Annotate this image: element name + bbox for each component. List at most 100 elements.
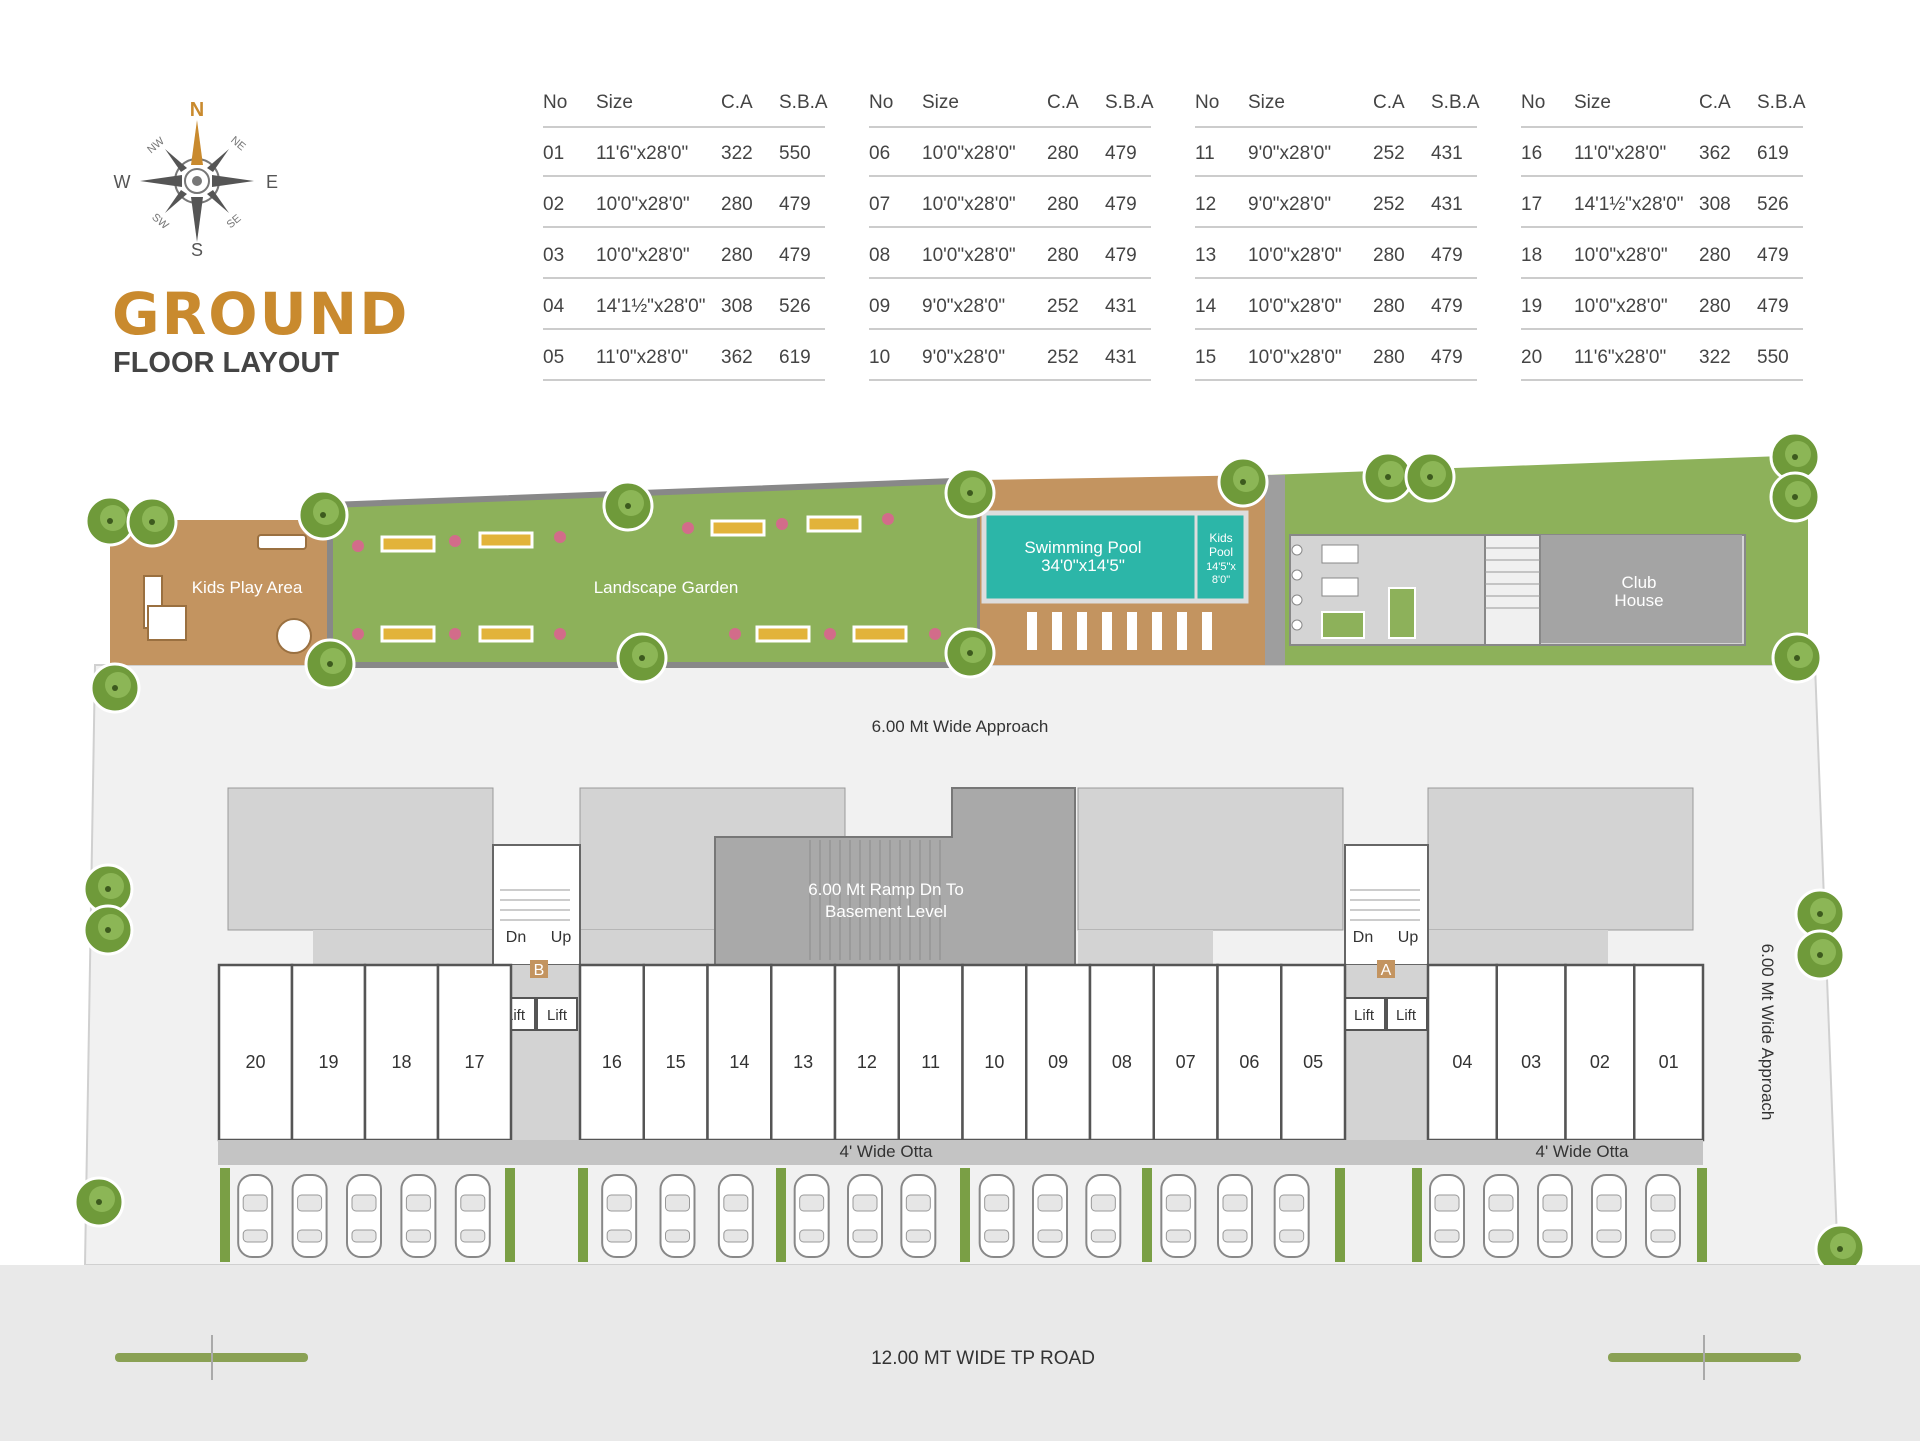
parked-car-icon (1032, 1174, 1068, 1258)
shop-unit (1564, 963, 1636, 1142)
shop-number: 06 (1239, 1052, 1259, 1072)
table-cell: 11 (1195, 143, 1215, 164)
hedge-strip (578, 1168, 588, 1262)
core-b-dn: Dn (506, 929, 526, 946)
shop-number: 10 (984, 1052, 1004, 1072)
table-cell: 10'0"x28'0" (922, 245, 1016, 266)
ramp-label-2: Basement Level (825, 902, 947, 921)
road-divider-right (1608, 1335, 1801, 1380)
table-cell: 322 (721, 143, 753, 164)
parked-car-icon (900, 1174, 937, 1258)
table-cell: 280 (1047, 194, 1079, 215)
parked-car-icon (793, 1174, 830, 1258)
shop-unit (1633, 963, 1705, 1142)
parked-car-icon (291, 1174, 328, 1258)
hedge-strip (1412, 1168, 1422, 1262)
trees (73, 431, 1866, 1275)
table-cell: 11'6"x28'0" (1574, 347, 1666, 368)
pool-loungers (1027, 612, 1212, 650)
table-cell: 12 (1195, 194, 1216, 215)
table-cell: 14'1½"x28'0" (596, 296, 706, 317)
table-cell: 10'0"x28'0" (1248, 296, 1342, 317)
shop-number: 14 (729, 1052, 749, 1072)
table-cell: 526 (1757, 194, 1789, 215)
table-header-cell: Size (1574, 92, 1611, 113)
parked-car-icon (346, 1174, 382, 1258)
building-podium (227, 787, 1694, 931)
tree-icon (1769, 471, 1821, 523)
table-cell: 431 (1105, 296, 1137, 317)
table-cell: 252 (1373, 143, 1405, 164)
table-cell: 280 (721, 245, 753, 266)
table-cell: 362 (721, 347, 753, 368)
hedge-strip (776, 1168, 786, 1262)
compass-nw-label: NW (145, 135, 167, 156)
kids-play-area-label: Kids Play Area (192, 578, 303, 597)
hedge-strip (1697, 1168, 1707, 1262)
parked-car-icon (1217, 1174, 1253, 1258)
kids-pool-label-1: Kids (1209, 531, 1232, 545)
table-cell: 10'0"x28'0" (1574, 245, 1668, 266)
table-cell: 619 (779, 347, 811, 368)
shop-number: 07 (1176, 1052, 1196, 1072)
parked-car-icon (1591, 1174, 1627, 1258)
table-cell: 14'1½"x28'0" (1574, 194, 1684, 215)
table-cell: 322 (1699, 347, 1731, 368)
podium-lower (313, 930, 1608, 966)
table-cell: 479 (1105, 194, 1137, 215)
core-b-letter: B (534, 962, 545, 979)
table-cell: 9'0"x28'0" (1248, 194, 1331, 215)
tree-icon (944, 467, 996, 519)
otta-right-label: 4' Wide Otta (1535, 1142, 1629, 1161)
table-cell: 07 (869, 194, 890, 215)
table-cell: 619 (1757, 143, 1789, 164)
table-header-cell: Size (1248, 92, 1285, 113)
table-cell: 11'0"x28'0" (596, 347, 688, 368)
parked-car-icon (717, 1174, 754, 1258)
table-header-cell: C.A (1699, 92, 1731, 113)
table-header-cell: S.B.A (1757, 92, 1806, 113)
tree-icon (1771, 632, 1823, 684)
table-cell: 479 (1431, 245, 1463, 266)
shop-number: 05 (1303, 1052, 1323, 1072)
table-cell: 550 (779, 143, 811, 164)
table-cell: 10'0"x28'0" (922, 143, 1016, 164)
shop-number: 11 (921, 1052, 940, 1072)
shop-number: 15 (666, 1052, 686, 1072)
compass-east-label: E (266, 172, 278, 192)
table-header-cell: No (1195, 92, 1219, 113)
parking-row (220, 1168, 1707, 1262)
parked-car-icon (400, 1174, 437, 1258)
club-house-label-1: Club (1622, 573, 1657, 592)
table-cell: 280 (1699, 296, 1731, 317)
tree-icon (944, 627, 996, 679)
shop-number: 02 (1590, 1052, 1610, 1072)
club-house-label-2: House (1614, 591, 1663, 610)
hedge-strip (220, 1168, 230, 1262)
tree-icon (616, 632, 668, 684)
table-cell: 10 (869, 347, 890, 368)
table-cell: 479 (1431, 347, 1463, 368)
hedge-strip (960, 1168, 970, 1262)
table-cell: 10'0"x28'0" (1248, 245, 1342, 266)
table-cell: 17 (1521, 194, 1542, 215)
table-cell: 18 (1521, 245, 1542, 266)
tree-icon (84, 495, 136, 547)
parked-car-icon (237, 1174, 274, 1258)
core-a-lift-2: Lift (1396, 1007, 1417, 1024)
table-cell: 252 (1047, 296, 1079, 317)
table-cell: 06 (869, 143, 890, 164)
table-cell: 10'0"x28'0" (922, 194, 1016, 215)
shop-unit (1025, 963, 1092, 1142)
core-a-up: Up (1398, 929, 1419, 946)
kids-pool-size-2: 8'0" (1212, 574, 1230, 586)
table-header-cell: No (869, 92, 893, 113)
table-cell: 01 (543, 143, 564, 164)
tp-road (0, 1265, 1920, 1441)
compass-north-label: N (190, 99, 204, 121)
table-tennis-icon (1321, 587, 1416, 639)
table-header-cell: C.A (1047, 92, 1079, 113)
parked-car-icon (601, 1174, 638, 1258)
table-cell: 252 (1373, 194, 1405, 215)
